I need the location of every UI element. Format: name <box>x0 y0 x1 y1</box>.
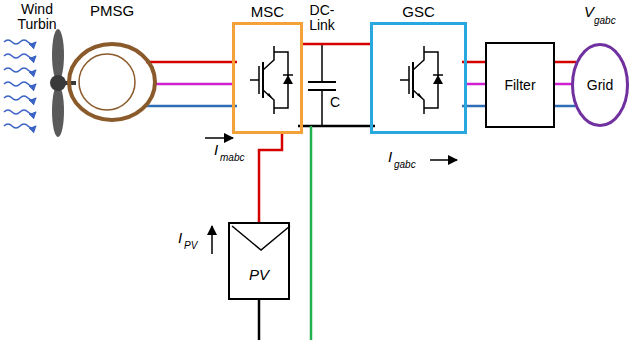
converter-box-outline <box>232 22 303 134</box>
component-label: DC- Link <box>300 3 344 34</box>
dc-link-bus <box>321 90 323 126</box>
node-heading: GSC <box>370 3 467 20</box>
node-heading: PMSG <box>67 2 157 19</box>
igbt-symbol <box>250 46 293 114</box>
three-phase-wire <box>555 105 575 108</box>
wind-arrow <box>4 110 36 114</box>
filter-box: Filter <box>485 42 555 128</box>
pv-panel-outline: PV <box>228 222 290 300</box>
signal-subscript: mabc <box>220 152 244 163</box>
wind-arrow <box>4 82 36 86</box>
signal-subscript: PV <box>184 240 197 251</box>
node-label: PV <box>249 266 269 283</box>
pv-wire <box>259 134 282 340</box>
generator-circle <box>67 42 157 122</box>
signal-name: I <box>178 230 182 247</box>
current-arrow <box>211 226 213 254</box>
generator-circle: PMSG <box>67 2 157 122</box>
signal-subscript: gabc <box>394 159 416 170</box>
pv-symbol <box>232 226 290 250</box>
signal-name: I <box>214 142 218 159</box>
capacitor-label: C <box>330 95 340 110</box>
current-arrow <box>205 138 457 254</box>
pv-wire <box>258 300 261 340</box>
dc-link-bus <box>298 44 375 340</box>
filter-box-outline: Filter <box>485 42 555 128</box>
grid-ellipse: Grid <box>571 43 629 127</box>
signal-subscript: gabc <box>594 15 616 26</box>
power-connector <box>302 43 371 46</box>
node-heading: MSC <box>232 3 303 20</box>
three-phase-wire <box>146 61 237 64</box>
component-label: Wind Turbin <box>4 2 70 33</box>
turbine-rotor <box>50 75 66 91</box>
converter-box: MSC <box>232 3 303 134</box>
power-connector <box>156 83 233 86</box>
wind-arrow <box>4 54 36 58</box>
turbine-rotor <box>52 29 64 81</box>
grid-ellipse <box>573 45 628 126</box>
power-connector <box>466 83 486 86</box>
signal-name: I <box>388 149 392 166</box>
converter-box: GSC <box>370 3 467 134</box>
dc-link-bus <box>308 81 336 83</box>
pv-wire <box>259 134 282 222</box>
three-phase-wire <box>144 105 237 108</box>
node-label: Filter <box>504 77 535 93</box>
wind-arrow <box>4 68 36 72</box>
wind-arrow <box>4 96 36 100</box>
converter-box-outline <box>370 22 467 134</box>
generator-circle-outline <box>67 42 157 122</box>
igbt-symbol <box>250 46 443 114</box>
signal-name: V <box>584 4 594 21</box>
three-phase-wire <box>555 61 576 64</box>
dc-link-bus <box>321 44 323 82</box>
wind-arrow <box>4 124 36 128</box>
three-phase-wire <box>144 62 576 106</box>
current-arrow <box>430 159 457 161</box>
wind-arrow <box>4 40 36 44</box>
pv-symbol <box>230 224 292 302</box>
turbine-rotor <box>52 85 64 137</box>
pv-panel: PV <box>228 222 290 300</box>
turbine-rotor <box>50 29 76 137</box>
grid-ellipse-outline: Grid <box>571 43 629 127</box>
wind-arrows <box>4 40 36 128</box>
rotor-ring <box>79 54 135 110</box>
node-label: Grid <box>587 77 613 93</box>
generator-circle <box>69 44 155 120</box>
igbt-symbol <box>400 46 443 114</box>
power-connector <box>554 83 572 86</box>
dc-link-bus <box>310 126 313 340</box>
dc-link-bus <box>298 125 375 128</box>
current-arrow <box>205 137 233 139</box>
